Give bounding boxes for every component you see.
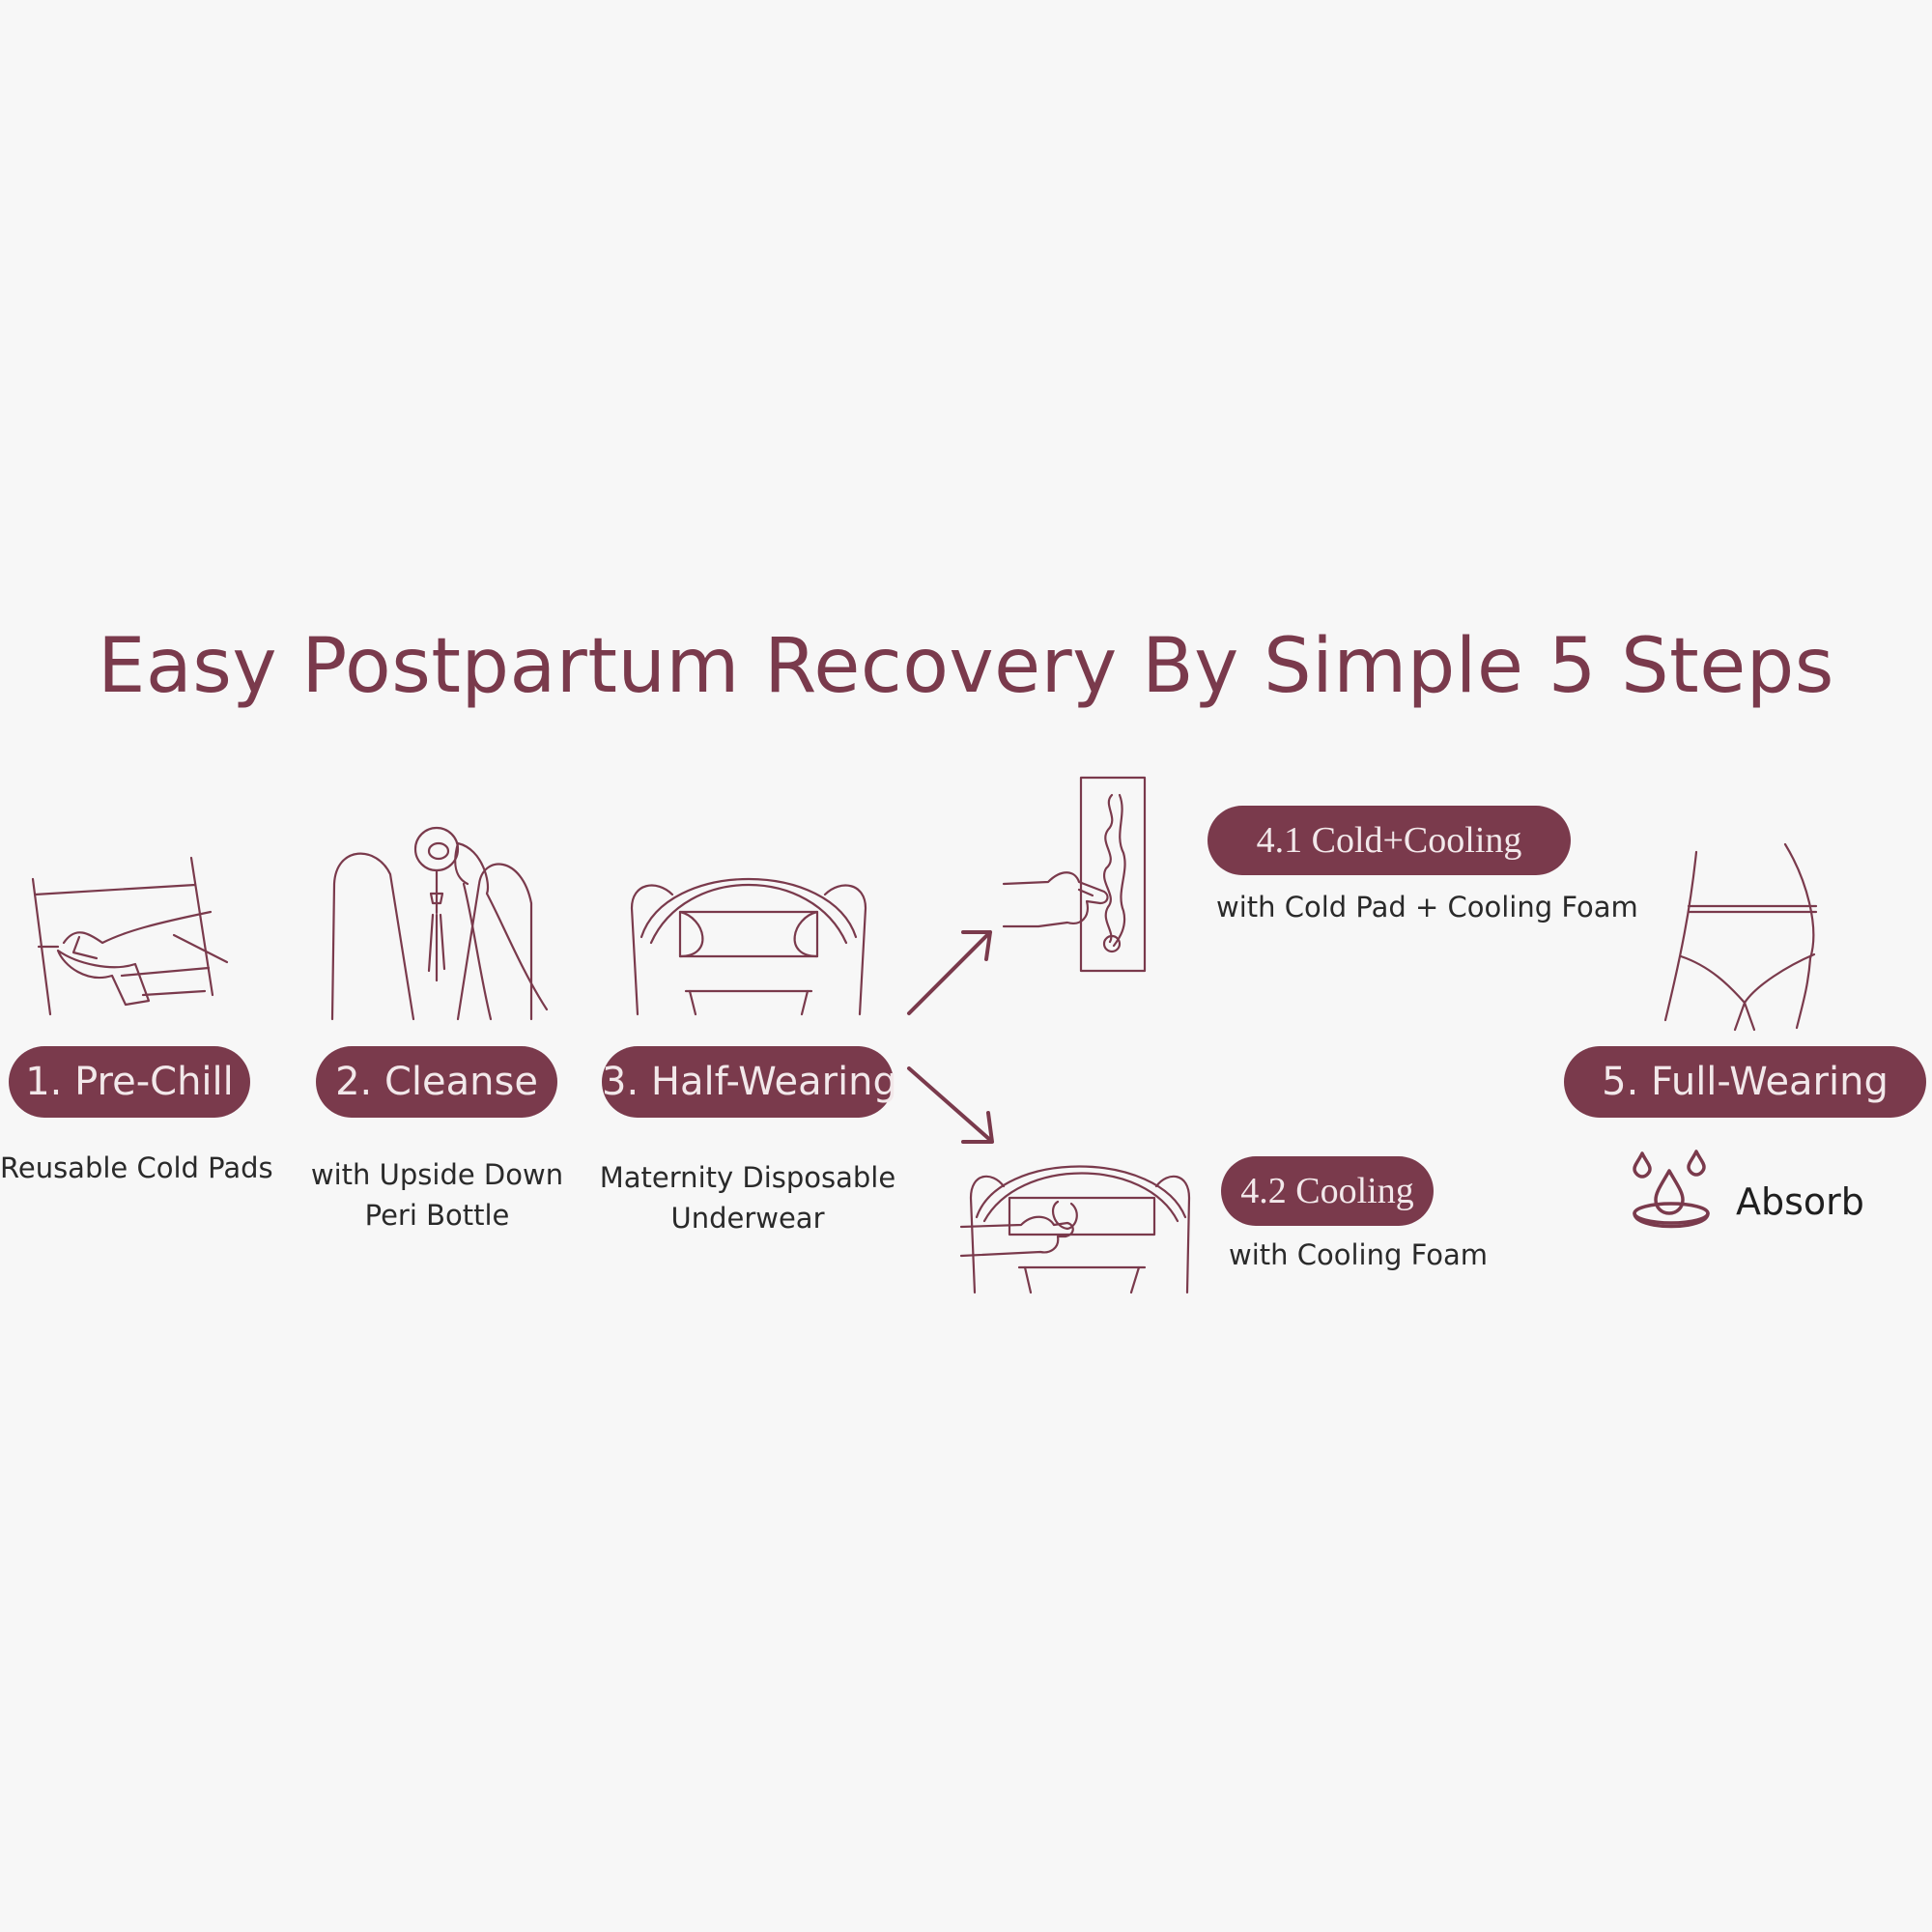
step-2-caption: with Upside Down Peri Bottle [290,1154,584,1236]
cold-pad-foam-icon [1002,776,1147,973]
absorb-drops-icon [1633,1150,1710,1229]
arrow-down-right-icon [907,1066,994,1144]
step-2-badge: 2. Cleanse [316,1046,557,1118]
hand-wiping-pad-icon [31,856,229,1016]
step-3-badge: 3. Half-Wearing [602,1046,897,1118]
page-title: Easy Postpartum Recovery By Simple 5 Ste… [98,623,1834,710]
step-3-caption-line-1: Maternity Disposable [599,1161,896,1194]
step-4-1-badge: 4.1 Cold+Cooling [1208,806,1571,875]
step-1-caption-line: Reusable Cold Pads [0,1151,273,1184]
cooling-foam-icon [959,1165,1191,1294]
step-2-caption-line-1: with Upside Down [310,1158,564,1191]
step-5-badge: 5. Full-Wearing [1564,1046,1926,1118]
step-4-2-caption: with Cooling Foam [1229,1235,1488,1275]
step-4-2-caption-line: with Cooling Foam [1229,1238,1489,1271]
absorb-label: Absorb [1736,1180,1864,1223]
full-worn-underwear-icon [1663,842,1818,1032]
arrow-up-right-icon [907,930,992,1015]
step-4-2-badge: 4.2 Cooling [1221,1156,1434,1226]
step-2-caption-line-2: Peri Bottle [364,1199,510,1232]
step-3-caption-line-2: Underwear [670,1202,825,1235]
step-3-caption: Maternity Disposable Underwear [589,1157,906,1238]
peri-bottle-icon [330,826,549,1021]
step-4-1-caption: with Cold Pad + Cooling Foam [1216,887,1638,927]
step-1-badge: 1. Pre-Chill [9,1046,250,1118]
step-1-caption: Reusable Cold Pads [0,1148,273,1188]
half-worn-underwear-icon [630,878,867,1016]
step-4-1-caption-line: with Cold Pad + Cooling Foam [1216,891,1638,923]
